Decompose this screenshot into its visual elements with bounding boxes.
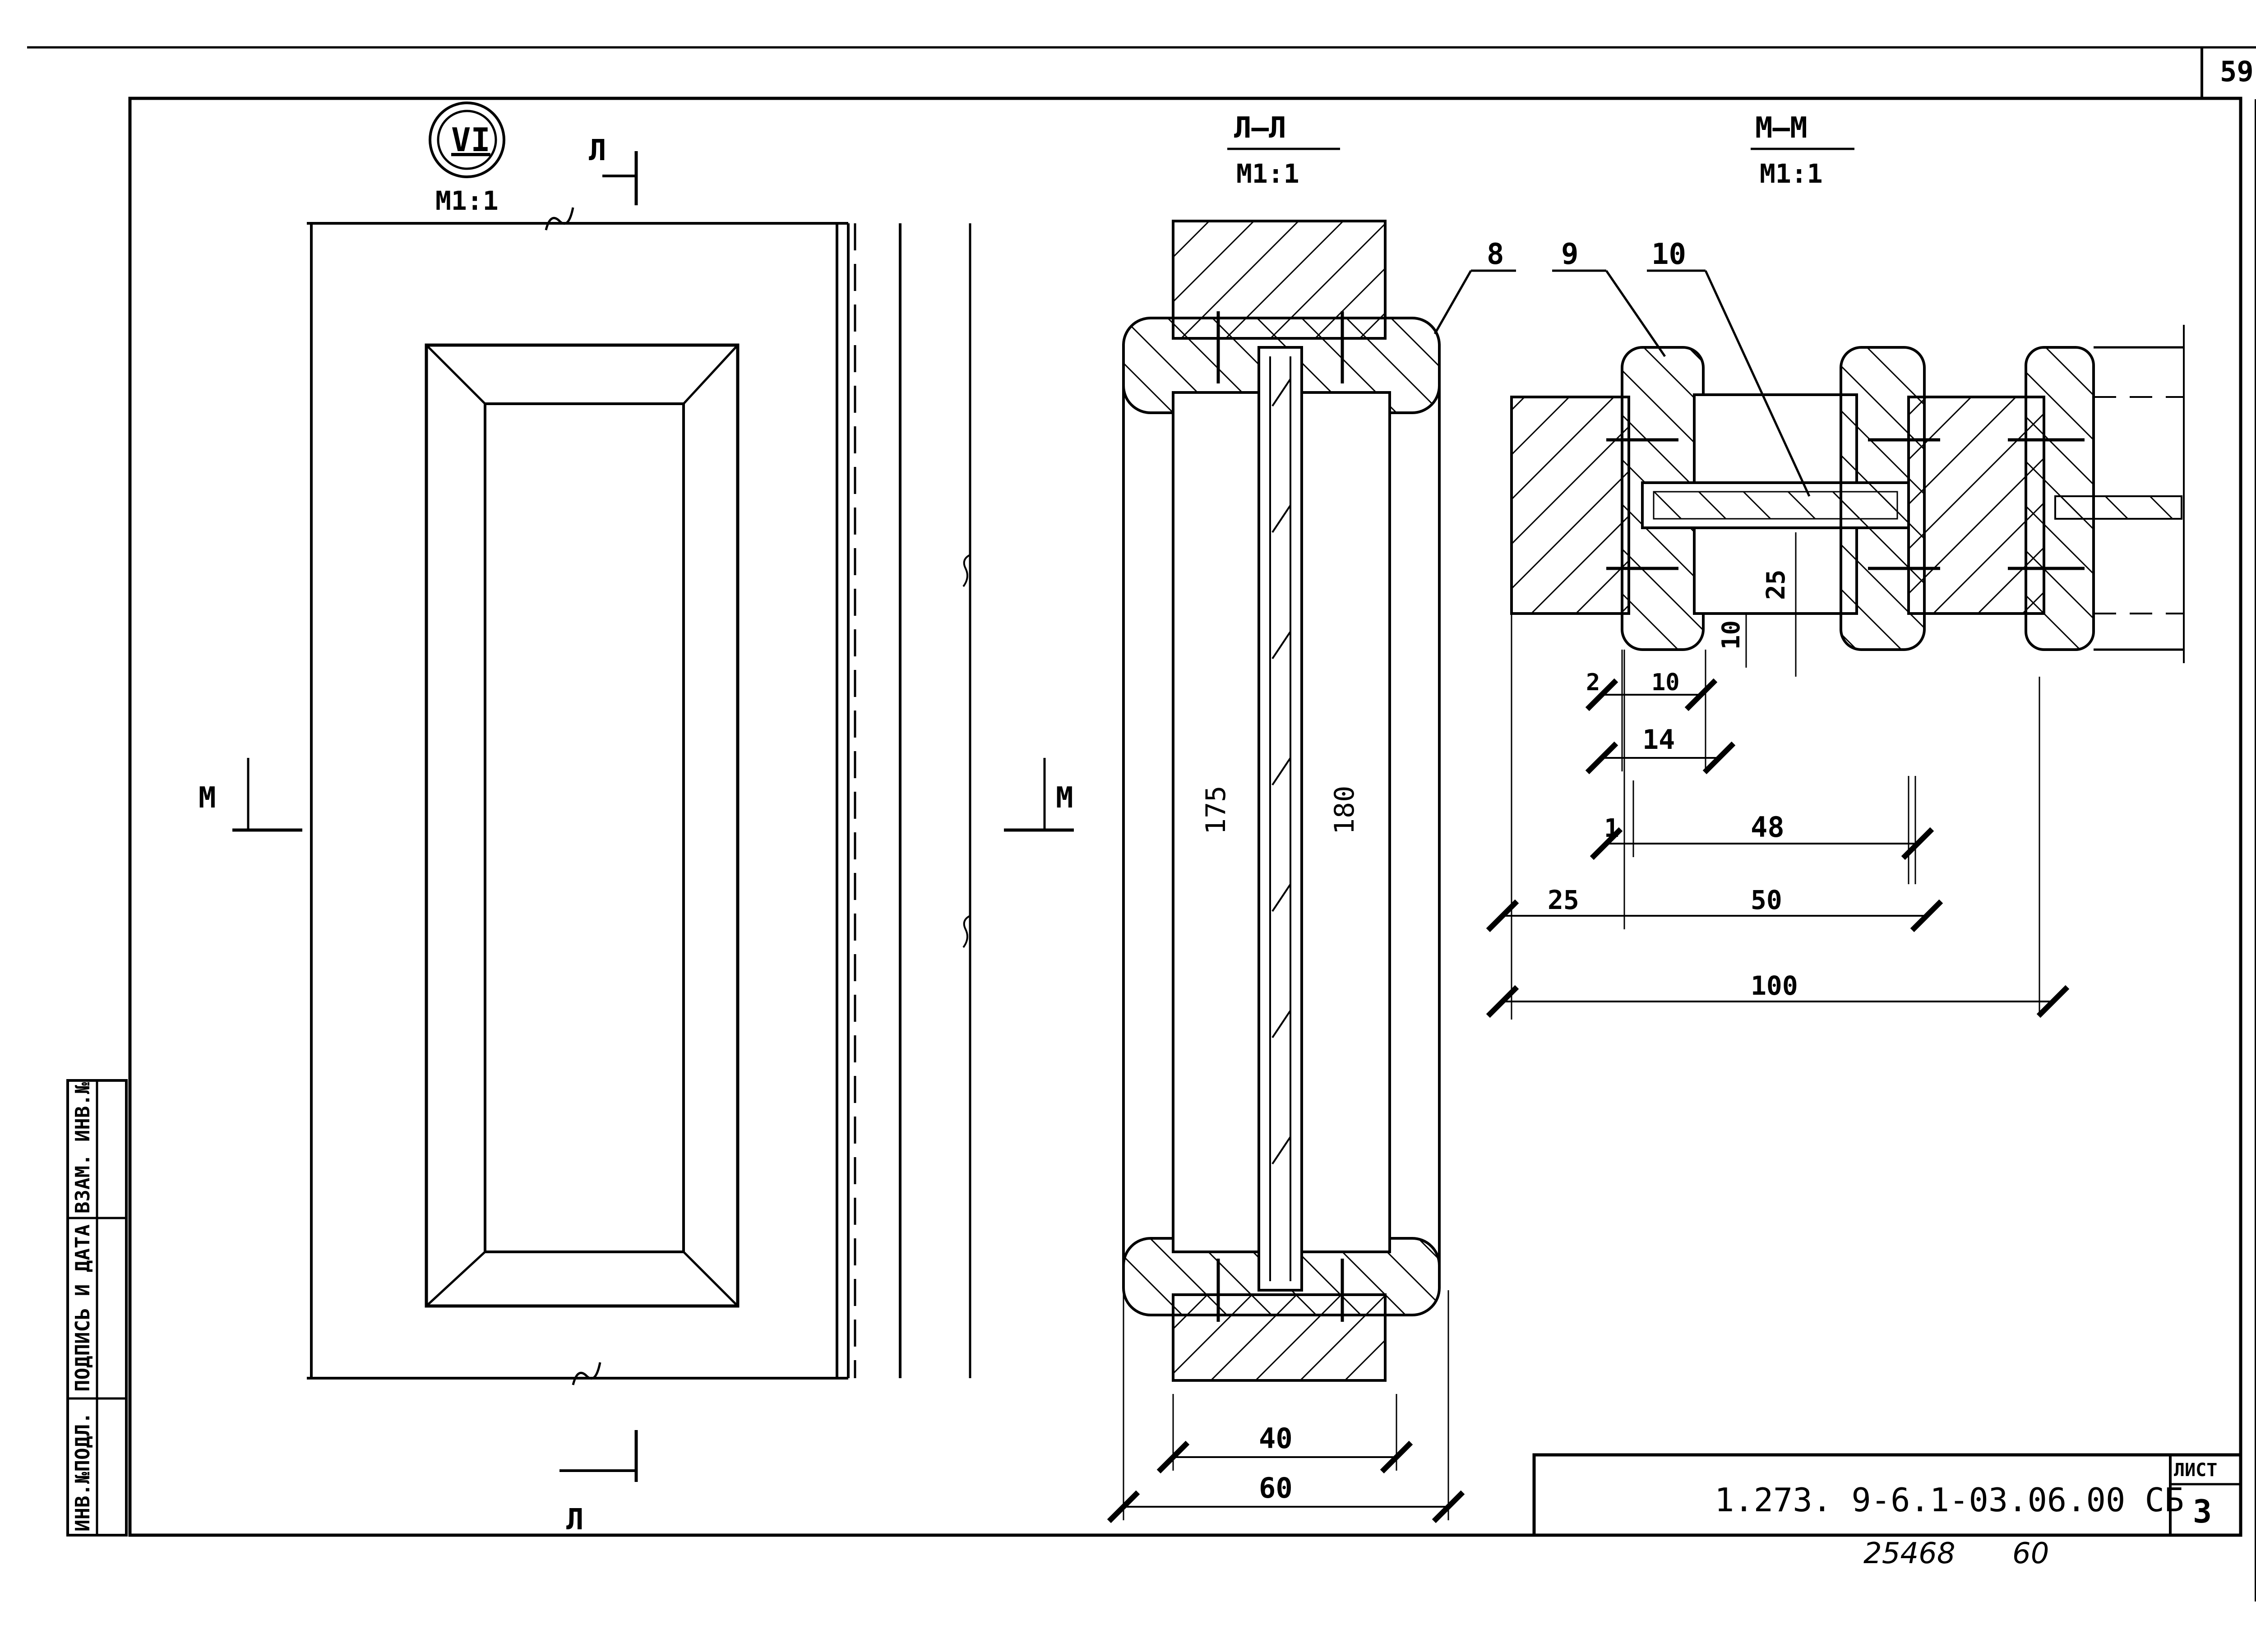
stamp-cell-inv: ИНВ.№ПОДЛ. xyxy=(71,1412,94,1532)
section-m-title: М—М xyxy=(1755,111,1808,145)
section-a-title: Л—Л xyxy=(1234,111,1286,145)
stamp-cell-signature: ПОДПИСЬ И ДАТА xyxy=(71,1224,94,1392)
section-a-top-label: Л xyxy=(589,134,606,167)
dim-10: 10 xyxy=(1651,669,1680,696)
dim-25: 25 xyxy=(1548,885,1579,915)
archive-number: 25468 xyxy=(1863,1537,1956,1570)
node-number: VI xyxy=(451,121,490,159)
page-number: 59 xyxy=(2220,55,2254,88)
section-a-callout-8: 8 xyxy=(1487,238,1504,271)
dim-25-vertical: 25 xyxy=(1761,570,1791,600)
stamp-cell-replace: ВЗАМ. ИНВ.№ xyxy=(71,1082,94,1214)
dim-180: 180 xyxy=(1329,786,1360,835)
section-a-scale: М1:1 xyxy=(1236,158,1299,189)
dim-50: 50 xyxy=(1751,885,1782,915)
archive-page: 60 xyxy=(2012,1537,2049,1570)
drawing-designation: 1.273. 9-6.1-03.06.00 СБ xyxy=(1715,1481,2184,1519)
section-m-m xyxy=(1486,269,2185,1020)
dim-10-vertical: 10 xyxy=(1717,620,1745,650)
dim-48: 48 xyxy=(1751,811,1784,844)
dim-60: 60 xyxy=(1259,1472,1293,1504)
dim-175: 175 xyxy=(1200,786,1232,835)
side-stamp xyxy=(66,1079,128,1537)
dim-1: 1 xyxy=(1604,814,1619,843)
list-number: 3 xyxy=(2193,1493,2212,1530)
section-m-callout-10: 10 xyxy=(1651,238,1686,271)
sheet-frame xyxy=(27,46,2256,1601)
section-a-bottom-label: Л xyxy=(566,1503,584,1537)
section-a-a xyxy=(1107,220,1516,1523)
dim-100: 100 xyxy=(1751,970,1798,1001)
main-view-node-vi xyxy=(232,102,1074,1482)
main-view-scale: М1:1 xyxy=(435,185,499,216)
dim-2: 2 xyxy=(1586,669,1600,696)
section-m-callout-9: 9 xyxy=(1561,238,1579,271)
dim-14: 14 xyxy=(1642,724,1675,756)
section-m-left-label: М xyxy=(199,781,216,815)
section-m-right-label: М xyxy=(1056,781,1073,815)
list-label: ЛИСТ xyxy=(2174,1460,2217,1481)
section-m-scale: М1:1 xyxy=(1760,158,1823,189)
title-block xyxy=(1532,1453,2242,1537)
dim-40: 40 xyxy=(1259,1422,1293,1455)
